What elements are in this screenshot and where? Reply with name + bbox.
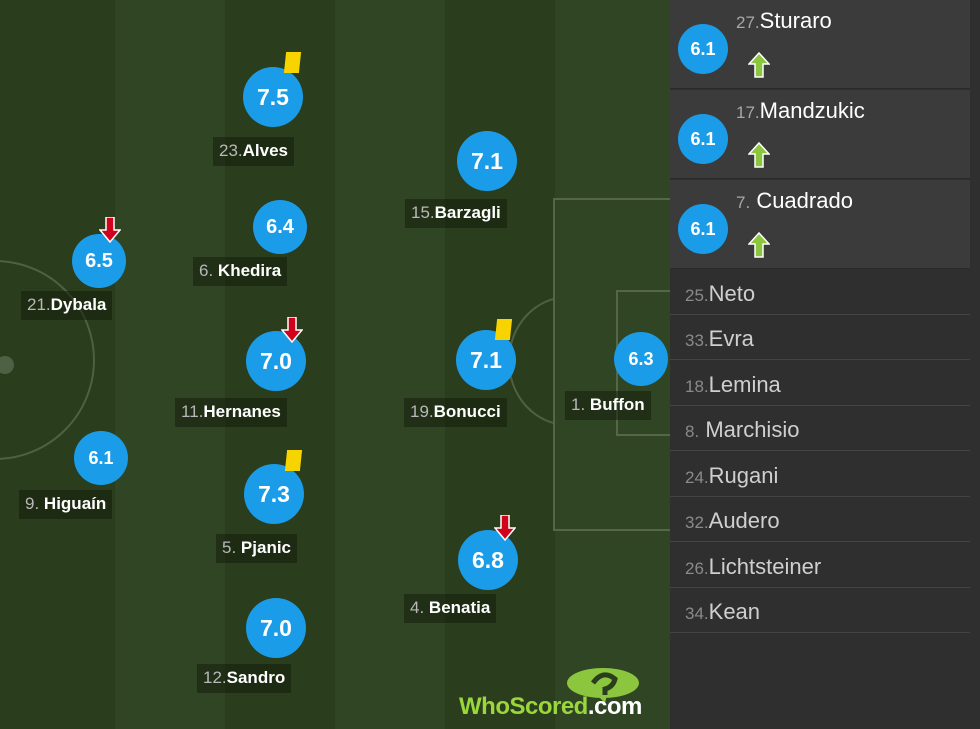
- center-spot: [0, 356, 14, 374]
- player-rating: 6.1: [678, 204, 728, 254]
- bench-row[interactable]: 24.Rugani: [670, 452, 970, 497]
- yellow-card-icon: [283, 52, 302, 73]
- player-name: 26.Lichtsteiner: [685, 554, 822, 579]
- player-name: 4. Benatia: [404, 594, 497, 623]
- sub-in-arrow-icon: [748, 232, 770, 258]
- player-rating: 6.1: [74, 431, 128, 485]
- logo-bubble-icon: [567, 668, 639, 703]
- player-rating: 6.8: [458, 530, 518, 590]
- yellow-card-icon: [494, 319, 513, 340]
- player-khedira[interactable]: 6.4 6. Khedira: [193, 200, 307, 286]
- player-name: 21.Dybala: [21, 291, 113, 320]
- sub-in-row[interactable]: 6.1 27.Sturaro: [670, 0, 970, 89]
- bench-row[interactable]: 32.Audero: [670, 497, 970, 542]
- bench-row[interactable]: 8. Marchisio: [670, 406, 970, 451]
- player-sandro[interactable]: 7.0 12.Sandro: [197, 598, 306, 693]
- player-rating: 6.1: [678, 24, 728, 74]
- player-alves[interactable]: 7.5 23.Alves: [213, 52, 303, 166]
- substitutes-panel: 6.1 27.Sturaro 6.1 17.Mandzukic 6.1 7. C…: [670, 0, 980, 729]
- whoscored-logo: WhoScored.com: [459, 665, 669, 725]
- sub-in-row[interactable]: 6.1 7. Cuadrado: [670, 180, 970, 269]
- sub-out-arrow-icon: [494, 515, 516, 541]
- yellow-card-icon: [284, 450, 303, 471]
- player-name: 12.Sandro: [197, 664, 292, 693]
- player-rating: 6.3: [614, 332, 668, 386]
- player-bonucci[interactable]: 7.1 19.Bonucci: [404, 319, 516, 427]
- player-name: 25.Neto: [685, 281, 756, 306]
- player-rating: 6.5: [72, 234, 126, 288]
- player-hernanes[interactable]: 7.0 11.Hernanes: [175, 317, 306, 427]
- bench-row[interactable]: 25.Neto: [670, 270, 970, 315]
- player-higuain[interactable]: 6.1 9. Higuaín: [19, 431, 128, 519]
- player-name: 19.Bonucci: [404, 398, 507, 427]
- player-name: 11.Hernanes: [175, 398, 287, 427]
- sub-in-arrow-icon: [748, 52, 770, 78]
- bench-row[interactable]: 33.Evra: [670, 315, 970, 360]
- player-rating: 7.0: [246, 598, 306, 658]
- player-rating: 7.0: [246, 331, 306, 391]
- player-name: 32.Audero: [685, 508, 780, 533]
- player-name: 27.Sturaro: [736, 8, 832, 33]
- player-rating: 7.1: [457, 131, 517, 191]
- player-name: 6. Khedira: [193, 257, 288, 286]
- player-dybala[interactable]: 6.5 21.Dybala: [21, 217, 126, 320]
- bench-row[interactable]: 26.Lichtsteiner: [670, 543, 970, 588]
- player-name: 5. Pjanic: [216, 534, 298, 563]
- player-name: 8. Marchisio: [685, 417, 800, 442]
- player-name: 23.Alves: [213, 137, 295, 166]
- pitch: 7.5 23.Alves 6.4 6. Khedira 6.5 21.Dybal…: [0, 0, 670, 729]
- player-benatia[interactable]: 6.8 4. Benatia: [404, 515, 518, 623]
- player-name: 7. Cuadrado: [736, 188, 853, 213]
- bench-row[interactable]: 34.Kean: [670, 588, 970, 633]
- player-rating: 7.5: [243, 67, 303, 127]
- player-name: 9. Higuaín: [19, 490, 113, 519]
- sub-in-row[interactable]: 6.1 17.Mandzukic: [670, 90, 970, 179]
- player-rating: 7.3: [244, 464, 304, 524]
- player-rating: 6.4: [253, 200, 307, 254]
- player-name: 24.Rugani: [685, 463, 779, 488]
- player-name: 33.Evra: [685, 326, 754, 351]
- logo-text: WhoScored.com: [459, 693, 642, 720]
- player-rating: 7.1: [456, 330, 516, 390]
- player-name: 17.Mandzukic: [736, 98, 865, 123]
- bench-row[interactable]: 18.Lemina: [670, 361, 970, 406]
- player-name: 1. Buffon: [565, 391, 651, 420]
- player-name: 34.Kean: [685, 599, 761, 624]
- player-buffon[interactable]: 6.3 1. Buffon: [565, 332, 668, 420]
- sub-in-arrow-icon: [748, 142, 770, 168]
- player-rating: 6.1: [678, 114, 728, 164]
- player-name: 15.Barzagli: [405, 199, 507, 228]
- player-pjanic[interactable]: 7.3 5. Pjanic: [216, 450, 304, 563]
- sub-out-arrow-icon: [99, 217, 121, 243]
- player-barzagli[interactable]: 7.1 15.Barzagli: [405, 131, 517, 228]
- player-name: 18.Lemina: [685, 372, 781, 397]
- sub-out-arrow-icon: [281, 317, 303, 343]
